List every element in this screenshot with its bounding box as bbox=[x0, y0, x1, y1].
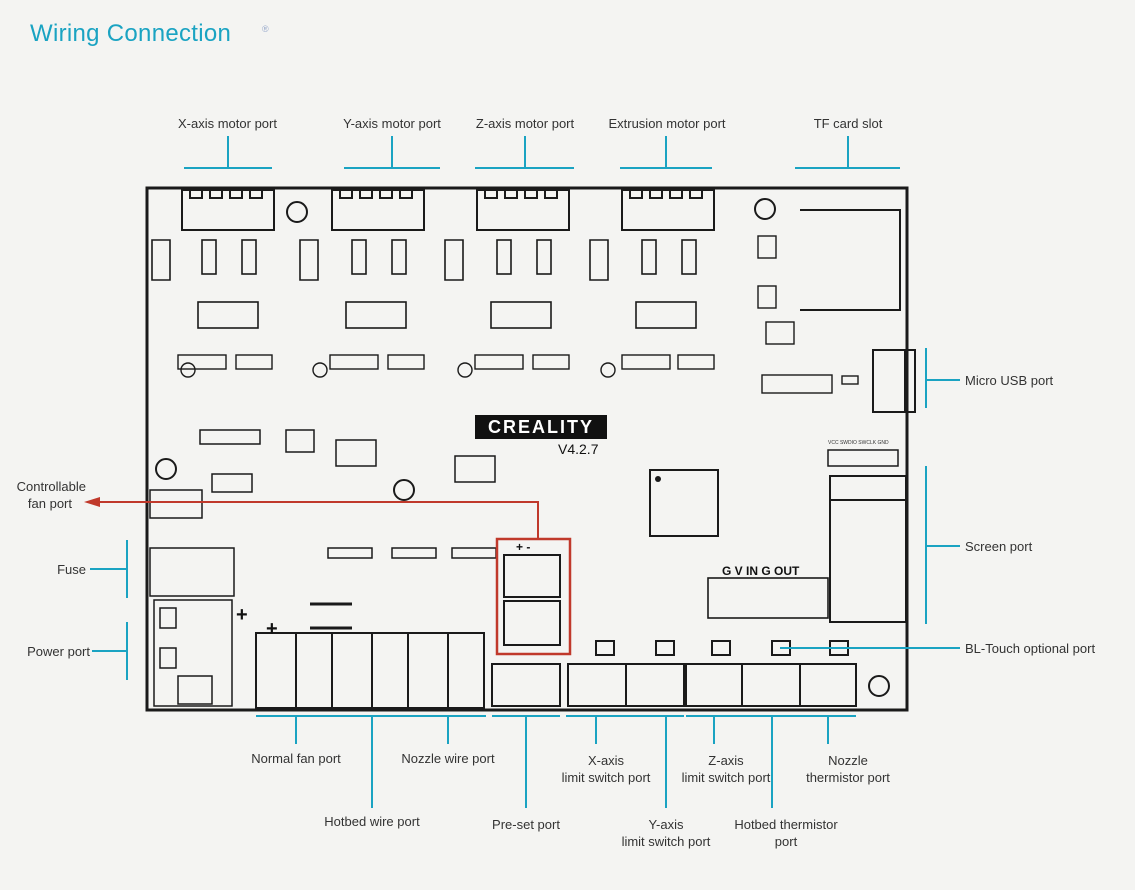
page-title: Wiring Connection bbox=[30, 20, 232, 47]
label-z-limit-line2: limit switch port bbox=[681, 770, 771, 785]
label-hotbed-thermistor-line2: port bbox=[774, 834, 798, 849]
board-version: V4.2.7 bbox=[558, 441, 599, 457]
tf-slot-component bbox=[800, 209, 901, 311]
label-z-motor-port: Z-axis motor port bbox=[475, 116, 575, 131]
label-nozzle-wire-port: Nozzle wire port bbox=[401, 751, 495, 766]
right-leaders bbox=[780, 348, 960, 649]
e-motor-connector bbox=[621, 189, 715, 231]
label-extrusion-motor-port: Extrusion motor port bbox=[608, 116, 726, 131]
controllable-fan-leader bbox=[100, 501, 539, 539]
z-motor-connector bbox=[476, 189, 570, 231]
power-plus-mark-2: + bbox=[266, 618, 278, 640]
bl-touch-pins: G V IN G OUT bbox=[722, 564, 800, 578]
power-plus-mark: + bbox=[236, 604, 248, 626]
driver-sections bbox=[151, 239, 697, 329]
left-leaders bbox=[90, 540, 128, 680]
board-outline bbox=[145, 186, 909, 712]
creality-logo: CREALITY bbox=[475, 415, 607, 439]
label-preset-port: Pre-set port bbox=[492, 817, 560, 832]
label-screen-port: Screen port bbox=[965, 539, 1033, 554]
y-motor-connector bbox=[331, 189, 425, 231]
label-z-limit-line1: Z-axis bbox=[708, 753, 744, 768]
controllable-fan-arrow bbox=[84, 497, 100, 507]
screen-port-component bbox=[829, 475, 907, 623]
bl-touch-component bbox=[707, 577, 829, 619]
resistor-rows bbox=[177, 235, 859, 394]
label-controllable-fan-line2: fan port bbox=[27, 496, 72, 511]
label-hotbed-wire-port: Hotbed wire port bbox=[324, 814, 420, 829]
x-motor-connector bbox=[181, 189, 275, 231]
micro-usb-component bbox=[872, 349, 916, 413]
preset-port-component bbox=[503, 554, 561, 646]
registered-mark: ® bbox=[262, 24, 269, 34]
label-y-limit-line1: Y-axis bbox=[648, 817, 684, 832]
label-x-limit-line2: limit switch port bbox=[561, 770, 651, 785]
label-x-limit-line1: X-axis bbox=[587, 753, 625, 768]
label-nozzle-thermistor-line1: Nozzle bbox=[828, 753, 868, 768]
label-bl-touch-port: BL-Touch optional port bbox=[965, 641, 1096, 656]
misc-left-components bbox=[149, 429, 497, 707]
label-controllable-fan-line1: Controllable bbox=[16, 479, 86, 494]
label-hotbed-thermistor-line1: Hotbed thermistor bbox=[734, 817, 838, 832]
controllable-fan-highlight bbox=[495, 537, 572, 656]
label-y-limit-line2: limit switch port bbox=[621, 834, 711, 849]
label-y-motor-port: Y-axis motor port bbox=[343, 116, 441, 131]
label-x-motor-port: X-axis motor port bbox=[178, 116, 277, 131]
swd-pins: VCC SWDIO SWCLK GND bbox=[828, 440, 889, 446]
label-nozzle-thermistor-line2: thermistor port bbox=[806, 770, 890, 785]
bottom-jst-connectors bbox=[491, 640, 857, 707]
label-fuse: Fuse bbox=[57, 562, 86, 577]
preset-polarity: + - bbox=[516, 540, 531, 554]
label-power-port: Power port bbox=[27, 644, 90, 659]
top-leaders bbox=[184, 136, 900, 169]
bottom-power-connectors bbox=[255, 632, 485, 709]
label-normal-fan-port: Normal fan port bbox=[251, 751, 341, 766]
swd-header bbox=[827, 449, 899, 467]
label-micro-usb-port: Micro USB port bbox=[965, 373, 1054, 388]
mounting-holes bbox=[155, 198, 890, 697]
mcu-chip bbox=[649, 469, 719, 537]
bottom-leaders bbox=[256, 715, 856, 808]
label-tf-card-slot: TF card slot bbox=[813, 116, 883, 131]
